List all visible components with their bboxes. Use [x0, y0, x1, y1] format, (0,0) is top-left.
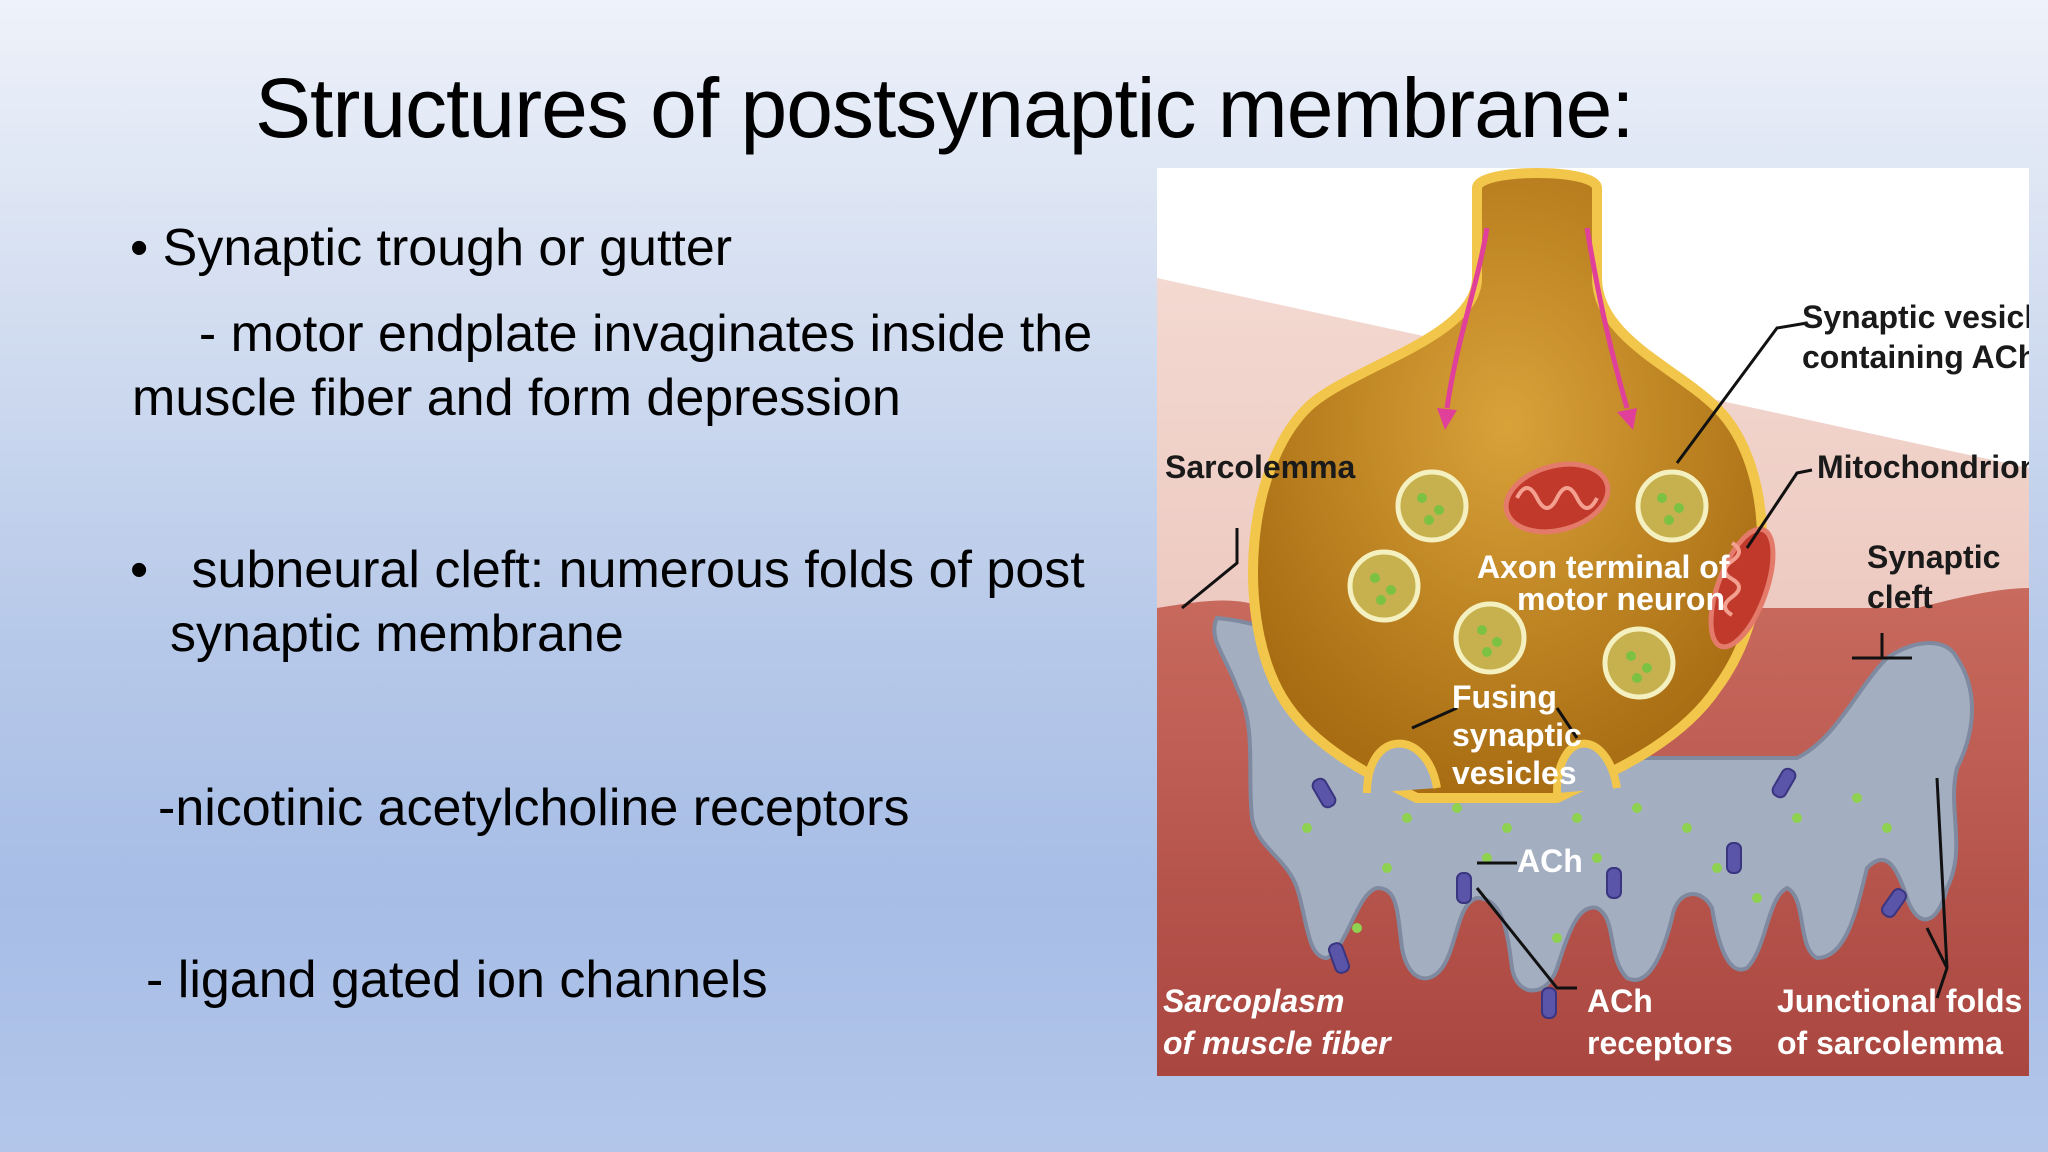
bullet-line-7: - ligand gated ion channels	[146, 951, 768, 1009]
bullet-line-6: -nicotinic acetylcholine receptors	[158, 779, 910, 837]
label-sarcoplasm-1: Sarcoplasm	[1163, 983, 1344, 1019]
label-fusing-2: synaptic	[1452, 717, 1582, 753]
label-sarcoplasm-2: of muscle fiber	[1163, 1025, 1392, 1061]
label-fusing-1: Fusing	[1452, 679, 1557, 715]
bullet-line-3: muscle fiber and form depression	[132, 369, 901, 427]
bullet-line-5: synaptic membrane	[170, 605, 624, 663]
arrow-right	[1584, 227, 1630, 409]
synaptic-cleft-fold-area	[1212, 615, 1974, 993]
label-synaptic-vesicle-2: containing ACh	[1802, 339, 2029, 375]
label-synaptic-vesicle-1: Synaptic vesicle	[1802, 299, 2029, 335]
neuromuscular-junction-diagram: Synaptic vesicle containing ACh Mitochon…	[1157, 168, 2029, 1076]
bullet-line-1: • Synaptic trough or gutter	[130, 219, 733, 277]
label-sarcolemma: Sarcolemma	[1165, 449, 1356, 485]
ach-receptors	[1311, 767, 1907, 1019]
cleft-ach-dots	[1302, 793, 1892, 943]
label-synaptic-cleft-2: cleft	[1867, 579, 1933, 615]
slide-title: Structures of postsynaptic membrane:	[255, 61, 1635, 155]
cristae-1	[1515, 486, 1599, 510]
arrow-right-head	[1617, 408, 1637, 430]
label-mitochondrion: Mitochondrion	[1817, 449, 2029, 485]
label-junctional-folds-1: Junctional folds	[1777, 983, 2022, 1019]
arrow-left	[1444, 227, 1490, 409]
fusing-pit-left	[1363, 739, 1441, 794]
label-axon-terminal-1: Axon terminal of	[1477, 549, 1730, 585]
bullet-line-2: - motor endplate invaginates inside the	[170, 305, 1093, 363]
label-fusing-3: vesicles	[1452, 755, 1577, 791]
leader-lines	[1181, 321, 1949, 999]
label-ach: ACh	[1517, 843, 1583, 879]
fusing-pit-right	[1553, 739, 1621, 794]
label-ach-receptors-1: ACh	[1587, 983, 1653, 1019]
diagram-svg: Synaptic vesicle containing ACh Mitochon…	[1157, 168, 2029, 1076]
label-ach-receptors-2: receptors	[1587, 1025, 1733, 1061]
label-junctional-folds-2: of sarcolemma	[1777, 1025, 2003, 1061]
mitochondrion-2	[1708, 526, 1776, 650]
bullet-line-4: • subneural cleft: numerous folds of pos…	[130, 541, 1085, 599]
arrow-left-head	[1437, 408, 1457, 430]
synaptic-vesicles	[1347, 469, 1709, 700]
label-axon-terminal-2: motor neuron	[1517, 581, 1725, 617]
cristae-2	[1723, 541, 1741, 617]
label-synaptic-cleft-1: Synaptic	[1867, 539, 2000, 575]
vesicle-ach-dots	[1370, 493, 1684, 683]
